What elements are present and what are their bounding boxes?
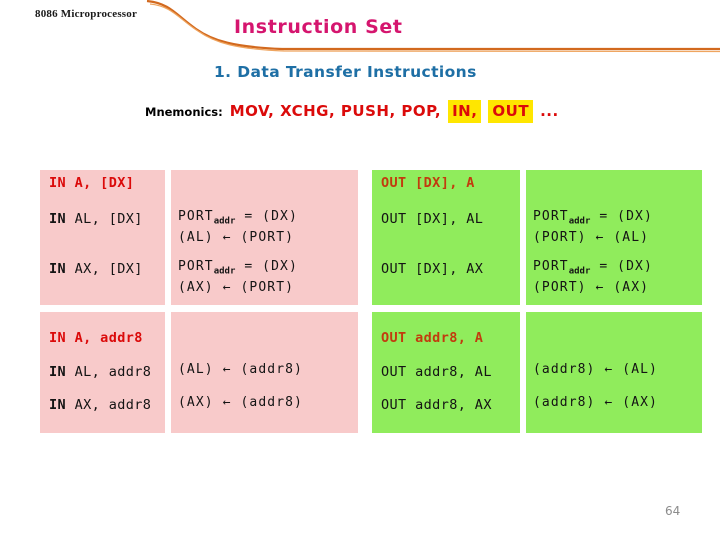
operation-cell — [526, 170, 702, 206]
section-heading: 1. Data Transfer Instructions — [214, 63, 477, 81]
instruction-cell: OUT addr8, AX — [381, 397, 492, 413]
mnemonics-list: MOV, XCHG, PUSH, POP, — [229, 102, 442, 120]
operation-cell: PORTaddr = (DX)(PORT) ← (AX) — [533, 259, 653, 296]
table-in-upper: IN A, [DX] IN AL, [DX] PORTaddr = (DX)(AL)… — [40, 170, 358, 305]
instruction-cell: OUT [DX], AL — [381, 211, 484, 227]
table-row: OUT [DX], AX PORTaddr = (DX)(PORT) ← (AX) — [372, 256, 702, 305]
slide-title: Instruction Set — [234, 16, 403, 38]
instruction-cell: IN A, [DX] — [49, 175, 135, 191]
table-row: IN AL, addr8 (AL) ← (addr8) — [40, 359, 358, 392]
instruction-cell: IN AL, addr8 — [49, 364, 152, 380]
table-row: OUT [DX], A — [372, 170, 702, 206]
instruction-cell: IN AX, [DX] — [49, 261, 143, 277]
operation-cell: (AX) ← (addr8) — [178, 395, 303, 410]
table-row: IN AL, [DX] PORTaddr = (DX)(AL) ← (PORT) — [40, 206, 358, 256]
instruction-cell: IN AL, [DX] — [49, 211, 143, 227]
table-row: OUT [DX], AL PORTaddr = (DX)(PORT) ← (AL) — [372, 206, 702, 256]
instruction-cell: IN AX, addr8 — [49, 397, 152, 413]
mnemonics-label: Mnemonics: — [145, 105, 223, 119]
table-row: IN AX, [DX] PORTaddr = (DX)(AX) ← (PORT) — [40, 256, 358, 305]
operation-cell — [526, 325, 702, 359]
table-row: IN A, addr8 — [40, 325, 358, 359]
mnemonic-highlight-in: IN, — [448, 100, 482, 123]
page-number: 64 — [665, 504, 681, 518]
operation-cell: PORTaddr = (DX)(PORT) ← (AL) — [533, 209, 653, 246]
operation-cell — [171, 170, 358, 206]
operation-cell: (addr8) ← (AX) — [533, 395, 658, 410]
instruction-cell: OUT addr8, AL — [381, 364, 492, 380]
table-out-upper: OUT [DX], A OUT [DX], AL PORTaddr = (DX)(P… — [372, 170, 702, 305]
table-row: IN AX, addr8 (AX) ← (addr8) — [40, 392, 358, 425]
decorative-swoosh-line — [146, 0, 720, 53]
mnemonics-ellipsis: ... — [540, 102, 559, 120]
mnemonics-line: Mnemonics: MOV, XCHG, PUSH, POP, IN, OUT… — [145, 100, 559, 123]
operation-cell — [171, 325, 358, 359]
instruction-cell: IN A, addr8 — [49, 330, 143, 346]
instruction-cell: OUT [DX], A — [381, 175, 475, 191]
course-label: 8086 Microprocessor — [35, 8, 138, 20]
instruction-cell: OUT [DX], AX — [381, 261, 484, 277]
table-row: IN A, [DX] — [40, 170, 358, 206]
operation-cell: (addr8) ← (AL) — [533, 362, 658, 377]
table-row: OUT addr8, AX (addr8) ← (AX) — [372, 392, 702, 425]
operation-cell: PORTaddr = (DX)(AL) ← (PORT) — [178, 209, 298, 246]
operation-cell: (AL) ← (addr8) — [178, 362, 303, 377]
instruction-cell: OUT addr8, A — [381, 330, 484, 346]
operation-cell: PORTaddr = (DX)(AX) ← (PORT) — [178, 259, 298, 296]
table-row: OUT addr8, A — [372, 325, 702, 359]
mnemonic-highlight-out: OUT — [488, 100, 534, 123]
table-row: OUT addr8, AL (addr8) ← (AL) — [372, 359, 702, 392]
